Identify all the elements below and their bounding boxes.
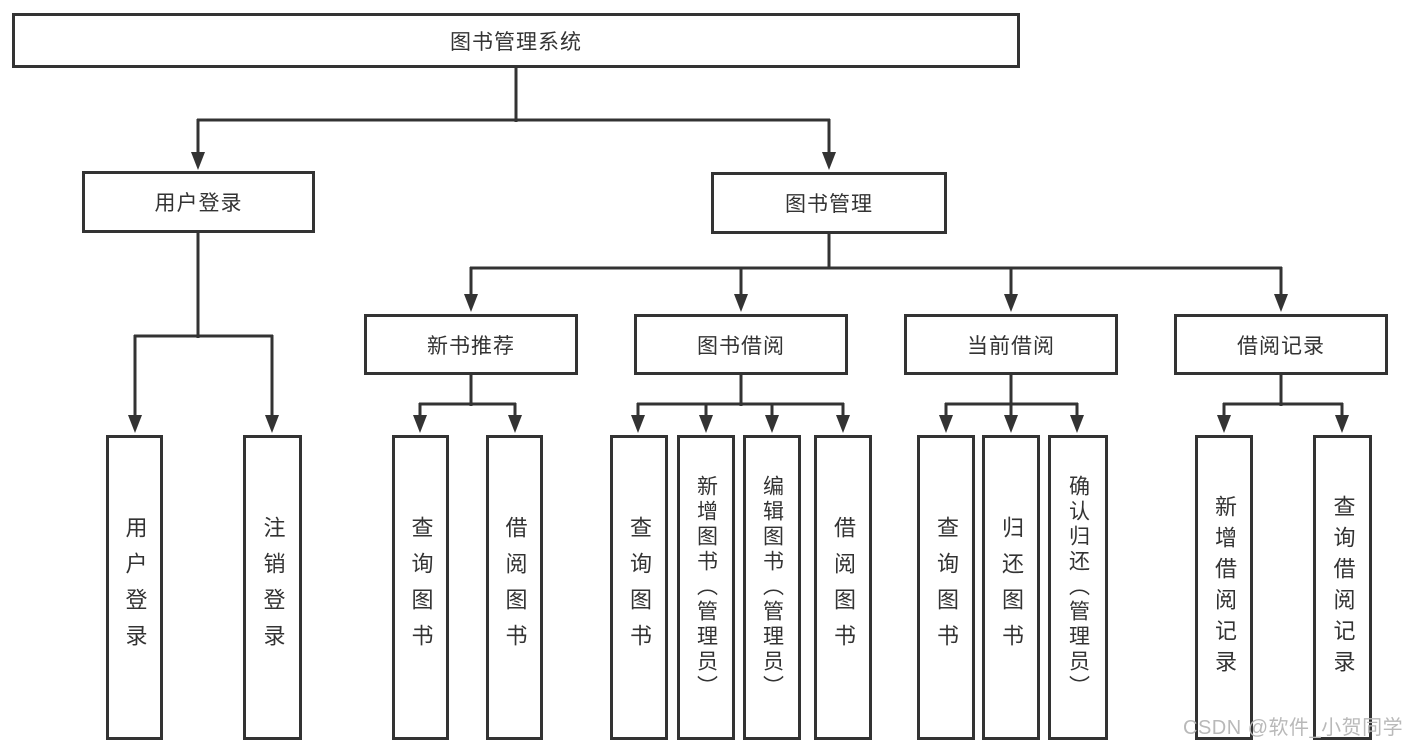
leaf-user-login: 用户登录 xyxy=(106,435,163,740)
node-borrow-records: 借阅记录 xyxy=(1174,314,1388,375)
arrow-down-icon xyxy=(1274,294,1288,312)
arrow-down-icon xyxy=(191,152,205,170)
arrow-down-icon xyxy=(631,415,645,433)
leaf-borrow-books-label: 借阅图书 xyxy=(831,515,856,660)
arrow-down-icon xyxy=(836,415,850,433)
leaf-edit-books-admin-label: 编辑图书（管理员） xyxy=(760,475,784,700)
node-library-system: 图书管理系统 xyxy=(12,13,1020,68)
node-borrow-records-label: 借阅记录 xyxy=(1237,334,1325,358)
arrow-down-icon xyxy=(1217,415,1231,433)
leaf-query-books-recommend-label: 查询图书 xyxy=(408,515,434,660)
arrowheads xyxy=(128,152,1349,433)
node-new-book-recommend-label: 新书推荐 xyxy=(427,334,515,358)
connector-path xyxy=(133,68,1344,418)
arrow-down-icon xyxy=(128,415,142,433)
leaf-query-borrow-record-label: 查询借阅记录 xyxy=(1330,494,1356,681)
node-current-borrow: 当前借阅 xyxy=(904,314,1118,375)
arrow-down-icon xyxy=(699,415,713,433)
node-book-management-label: 图书管理 xyxy=(785,193,873,216)
leaf-query-books-current: 查询图书 xyxy=(917,435,975,740)
leaf-edit-books-admin: 编辑图书（管理员） xyxy=(743,435,801,740)
leaf-query-borrow-record: 查询借阅记录 xyxy=(1313,435,1372,740)
arrow-down-icon xyxy=(1070,415,1084,433)
arrow-down-icon xyxy=(508,415,522,433)
arrow-down-icon xyxy=(734,294,748,312)
arrow-down-icon xyxy=(1004,294,1018,312)
arrow-down-icon xyxy=(765,415,779,433)
arrow-down-icon xyxy=(822,152,836,170)
arrow-down-icon xyxy=(939,415,953,433)
arrow-down-icon xyxy=(413,415,427,433)
node-user-login: 用户登录 xyxy=(82,171,315,233)
leaf-add-books-admin: 新增图书（管理员） xyxy=(677,435,735,740)
arrow-down-icon xyxy=(1004,415,1018,433)
leaf-confirm-return-admin-label: 确认归还（管理员） xyxy=(1066,475,1090,700)
node-book-management: 图书管理 xyxy=(711,172,947,234)
node-user-login-label: 用户登录 xyxy=(154,192,243,215)
leaf-borrow-books-recommend: 借阅图书 xyxy=(486,435,543,740)
leaf-add-borrow-record-label: 新增借阅记录 xyxy=(1212,494,1237,681)
node-new-book-recommend: 新书推荐 xyxy=(364,314,578,375)
leaf-return-books: 归还图书 xyxy=(982,435,1040,740)
leaf-add-books-admin-label: 新增图书（管理员） xyxy=(694,475,718,700)
leaf-logout: 注销登录 xyxy=(243,435,302,740)
leaf-add-borrow-record: 新增借阅记录 xyxy=(1195,435,1253,740)
arrow-down-icon xyxy=(1335,415,1349,433)
watermark: CSDN @软件_小贺同学 xyxy=(1183,717,1404,739)
leaf-query-books-current-label: 查询图书 xyxy=(934,515,959,660)
leaf-query-books-borrow-label: 查询图书 xyxy=(627,515,652,660)
leaf-confirm-return-admin: 确认归还（管理员） xyxy=(1048,435,1108,740)
node-book-borrow-label: 图书借阅 xyxy=(697,334,785,358)
leaf-user-login-label: 用户登录 xyxy=(122,515,148,660)
leaf-borrow-books: 借阅图书 xyxy=(814,435,872,740)
arrow-down-icon xyxy=(464,294,478,312)
leaf-query-books-borrow: 查询图书 xyxy=(610,435,668,740)
node-current-borrow-label: 当前借阅 xyxy=(967,334,1055,358)
leaf-logout-label: 注销登录 xyxy=(260,515,286,660)
node-library-system-label: 图书管理系统 xyxy=(450,30,582,54)
node-book-borrow: 图书借阅 xyxy=(634,314,848,375)
leaf-return-books-label: 归还图书 xyxy=(999,515,1024,660)
arrow-down-icon xyxy=(265,415,279,433)
leaf-query-books-recommend: 查询图书 xyxy=(392,435,449,740)
leaf-borrow-books-recommend-label: 借阅图书 xyxy=(502,515,528,660)
